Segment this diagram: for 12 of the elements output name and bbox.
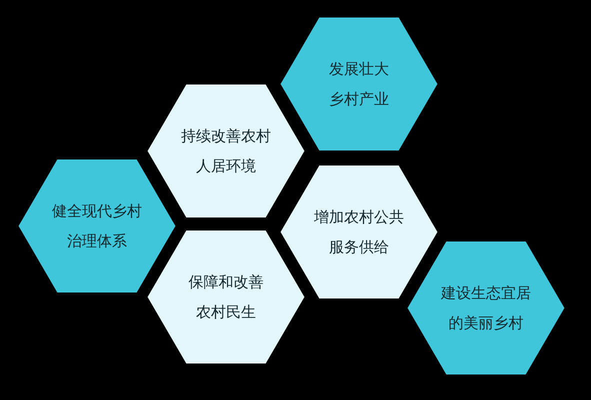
hexagon-label: 建设生态宜居的美丽乡村 <box>441 283 531 334</box>
hexagon <box>406 240 566 376</box>
hexagon-label: 保障和改善农村民生 <box>188 272 264 323</box>
hexagon-label: 健全现代乡村治理体系 <box>52 201 142 252</box>
hexagon <box>146 83 306 219</box>
hexagon-label: 增加农村公共服务供给 <box>314 207 404 258</box>
hexagon <box>17 158 177 294</box>
hexagon-label: 持续改善农村人居环境 <box>181 126 271 177</box>
hexagon-label: 发展壮大乡村产业 <box>329 59 389 110</box>
hexagon <box>279 16 439 152</box>
hexagon <box>279 164 439 300</box>
hexagon <box>146 229 306 365</box>
